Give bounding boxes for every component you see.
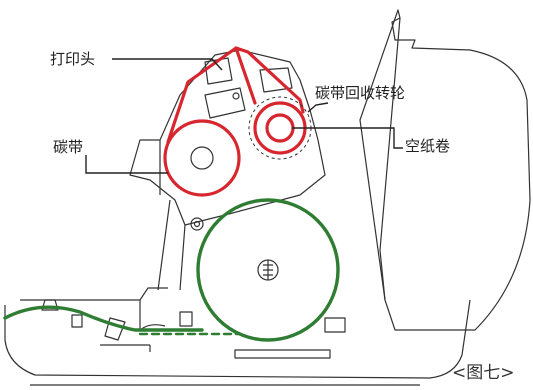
label-empty-paper-core: 空纸卷 <box>405 137 451 155</box>
printer-body-outline <box>4 9 531 386</box>
ribbon-mechanism-frame <box>129 49 326 226</box>
paper-roll <box>196 198 340 342</box>
ribbon-supply-core <box>190 146 214 170</box>
top-cover <box>359 9 531 331</box>
label-ribbon-rewind-wheel: 碳带回收转轮 <box>315 84 406 102</box>
leader-lines <box>85 58 403 174</box>
ribbon-path <box>163 46 307 197</box>
label-ribbon: 碳带 <box>53 138 84 156</box>
paper-path <box>3 198 340 342</box>
leader-print-head <box>112 58 223 71</box>
leader-ribbon <box>85 155 168 174</box>
leader-rewind-wheel <box>307 102 329 113</box>
leader-paper-core <box>292 127 403 149</box>
label-print-head: 打印头 <box>50 50 96 68</box>
ribbon-supply-roll <box>163 119 241 197</box>
figure-caption: <图七> <box>452 363 515 383</box>
